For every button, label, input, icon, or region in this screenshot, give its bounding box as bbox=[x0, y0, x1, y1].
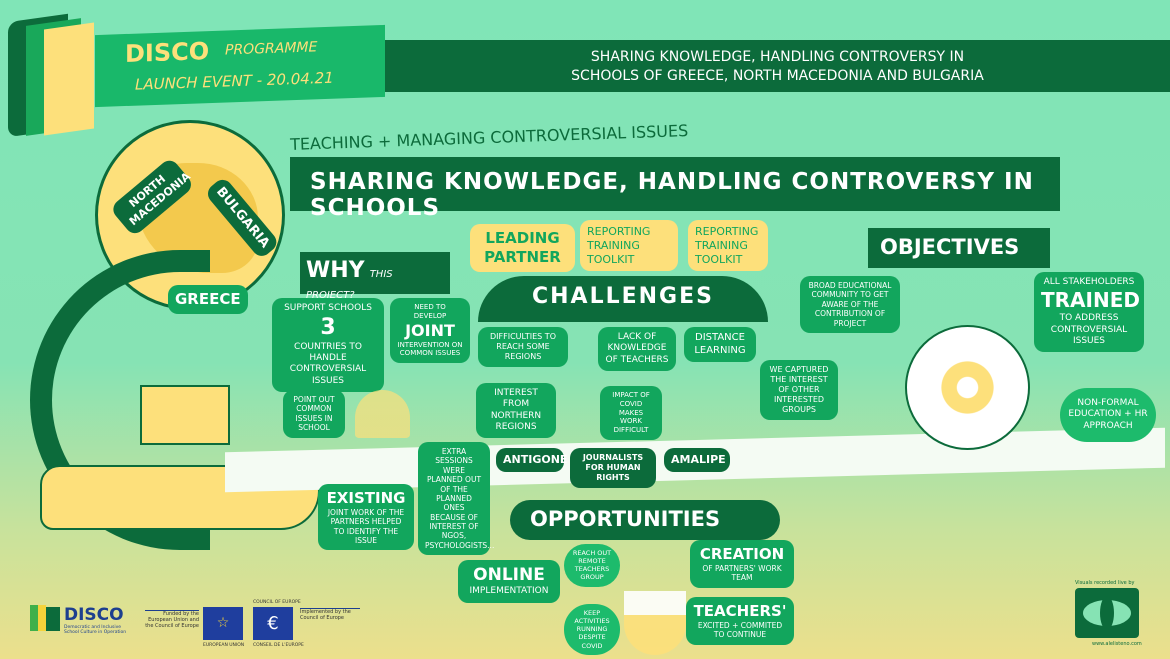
joint-rest: INTERVENTION ON COMMON ISSUES bbox=[397, 340, 463, 358]
why-subtitle: THIS PROJECT? bbox=[306, 269, 393, 301]
leading-partner-bubble: LEADING PARTNER bbox=[470, 224, 575, 272]
existing-title: EXISTING bbox=[326, 489, 406, 507]
challenge-distance-learning: DISTANCE LEARNING bbox=[684, 327, 756, 362]
banner-line-2: SCHOOLS OF GREECE, NORTH MACEDONIA AND B… bbox=[571, 67, 984, 84]
trained-pre: ALL STAKEHOLDERS bbox=[1043, 277, 1135, 287]
hurdle-amalipe: AMALIPE bbox=[664, 448, 730, 472]
trained-big: TRAINED bbox=[1041, 288, 1140, 313]
role-reporting: REPORTING bbox=[587, 225, 651, 238]
disco-footer-logo: DISCO Democratic and Inclusive School Cu… bbox=[30, 605, 130, 645]
challenges-arrow: CHALLENGES bbox=[478, 276, 768, 322]
partner-roles-1: REPORTING TRAINING TOOLKIT bbox=[580, 220, 678, 272]
coe-bottom-label: CONSEIL DE L'EUROPE bbox=[253, 643, 304, 648]
creation-title: CREATION bbox=[699, 545, 785, 563]
challenge-difficulties: DIFFICULTIES TO REACH SOME REGIONS bbox=[478, 327, 568, 367]
header-banner: SHARING KNOWLEDGE, HANDLING CONTROVERSY … bbox=[385, 40, 1170, 92]
disco-title: DISCO bbox=[125, 37, 210, 69]
eu-flag: ☆ bbox=[203, 607, 243, 640]
objective-non-formal: NON-FORMAL EDUCATION + HR APPROACH bbox=[1060, 388, 1156, 442]
disco-book-logo bbox=[8, 13, 98, 138]
implemented-text: Implemented by the Council of Europe bbox=[300, 608, 360, 621]
role-training: TRAINING bbox=[695, 238, 748, 252]
subtitle: TEACHING + MANAGING CONTROVERSIAL ISSUES bbox=[289, 121, 689, 154]
banner-line-1: SHARING KNOWLEDGE, HANDLING CONTROVERSY … bbox=[590, 49, 965, 65]
hurdle-antigone: ANTIGONE bbox=[496, 448, 567, 472]
online-title: ONLINE bbox=[473, 565, 545, 585]
event-date: LAUNCH EVENT - 20.04.21 bbox=[135, 68, 334, 94]
joint-pre: NEED TO DEVELOP bbox=[413, 303, 447, 320]
programme-label: PROGRAMME bbox=[225, 39, 318, 59]
support-rest: COUNTRIES TO HANDLE CONTROVERSIAL ISSUES bbox=[289, 341, 367, 386]
objective-broad-community: BROAD EDUCATIONAL COMMUNITY TO GET AWARE… bbox=[800, 276, 900, 333]
role-training: TRAINING bbox=[587, 238, 640, 252]
partner-roles-2: REPORTING TRAINING TOOLKIT bbox=[688, 220, 768, 272]
why-box: WHY THIS PROJECT? bbox=[300, 252, 450, 301]
school-building-icon bbox=[140, 385, 230, 445]
challenge-interest-north: INTEREST FROM NORTHERN REGIONS bbox=[476, 383, 556, 438]
support-pre: SUPPORT SCHOOLS bbox=[284, 303, 372, 313]
online-sub: IMPLEMENTATION bbox=[469, 586, 549, 597]
opportunity-creation: CREATION OF PARTNERS' WORK TEAM bbox=[690, 540, 794, 588]
main-title: SHARING KNOWLEDGE, HANDLING CONTROVERSY … bbox=[290, 157, 1060, 221]
joint-bubble: NEED TO DEVELOP JOINT INTERVENTION ON CO… bbox=[390, 298, 470, 363]
people-group-illustration bbox=[355, 390, 410, 438]
hurdle-journalists: JOURNALISTS FOR HUMAN RIGHTS bbox=[570, 448, 656, 488]
opportunity-reach: REACH OUT REMOTE TEACHERS GROUP bbox=[564, 544, 620, 587]
existing-bubble: EXISTING JOINT WORK OF THE PARTNERS HELP… bbox=[318, 484, 414, 551]
visuals-label: Visuals recorded live by bbox=[1075, 580, 1135, 586]
challenge-captured-interest: WE CAPTURED THE INTEREST OF OTHER INTERE… bbox=[760, 360, 838, 420]
challenge-covid: IMPACT OF COVID MAKES WORK DIFFICULT bbox=[600, 386, 662, 440]
role-toolkit: TOOLKIT bbox=[587, 252, 635, 266]
point-out-bubble: POINT OUT COMMON ISSUES IN SCHOOL bbox=[283, 390, 345, 438]
ladder-globe-illustration bbox=[624, 555, 686, 655]
challenge-extra-sessions: EXTRA SESSIONS WERE PLANNED OUT OF THE P… bbox=[418, 442, 494, 556]
teachers-sub: EXCITED + COMMITED TO CONTINUE bbox=[697, 620, 783, 640]
challenge-lack-knowledge: LACK OF KNOWLEDGE OF TEACHERS bbox=[598, 327, 676, 371]
opportunity-teachers: TEACHERS' EXCITED + COMMITED TO CONTINUE bbox=[686, 597, 794, 645]
why-title: WHY bbox=[306, 258, 365, 283]
creation-sub: OF PARTNERS' WORK TEAM bbox=[702, 563, 782, 583]
event-title-box: DISCO PROGRAMME LAUNCH EVENT - 20.04.21 bbox=[95, 24, 385, 108]
funded-text: Funded by the European Union and the Cou… bbox=[145, 610, 199, 629]
existing-text: JOINT WORK OF THE PARTNERS HELPED TO IDE… bbox=[327, 507, 405, 545]
trained-post: TO ADDRESS CONTROVERSIAL ISSUES bbox=[1050, 313, 1128, 346]
opportunities-title: OPPORTUNITIES bbox=[510, 500, 780, 540]
role-toolkit: TOOLKIT bbox=[695, 252, 743, 266]
joint-big: JOINT bbox=[405, 320, 455, 340]
footer-disco: DISCO bbox=[64, 605, 124, 625]
footer-disco-sub: Democratic and Inclusive School Culture … bbox=[64, 625, 127, 635]
opportunity-keep: KEEP ACTIVITIES RUNNING DESPITE COVID bbox=[564, 604, 620, 655]
eye-logo bbox=[1075, 588, 1139, 638]
site-label: www.alelisteno.com bbox=[1092, 641, 1142, 647]
support-bubble: SUPPORT SCHOOLS 3 COUNTRIES TO HANDLE CO… bbox=[272, 298, 384, 392]
coe-flag: € bbox=[253, 607, 293, 640]
objectives-title: OBJECTIVES bbox=[868, 228, 1050, 268]
support-number: 3 bbox=[320, 315, 336, 341]
target-illustration bbox=[905, 325, 1030, 450]
eu-label: EUROPEAN UNION bbox=[203, 643, 245, 648]
coe-top-label: COUNCIL OF EUROPE bbox=[253, 600, 301, 605]
opportunity-online: ONLINE IMPLEMENTATION bbox=[458, 560, 560, 603]
teachers-title: TEACHERS' bbox=[693, 602, 787, 620]
objective-trained: ALL STAKEHOLDERS TRAINED TO ADDRESS CONT… bbox=[1034, 272, 1144, 352]
role-reporting: REPORTING bbox=[695, 225, 759, 238]
